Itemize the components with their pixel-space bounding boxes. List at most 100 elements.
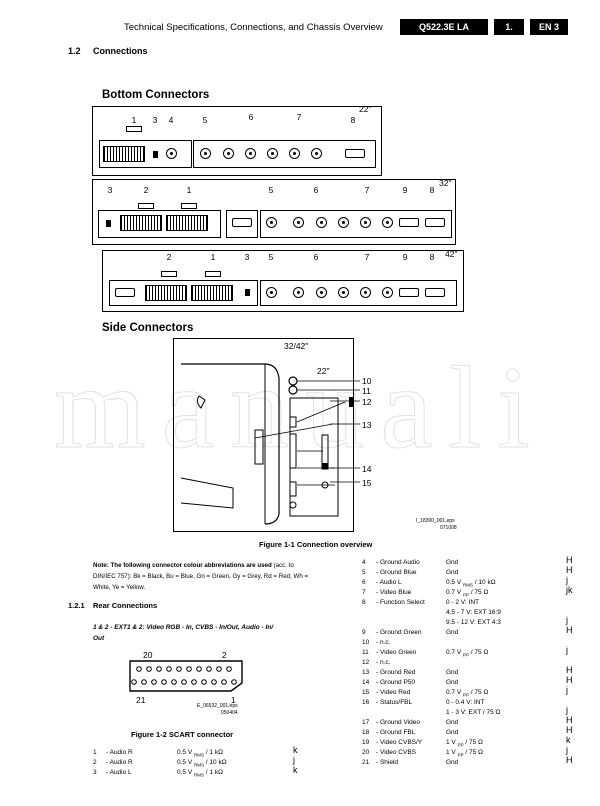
pin-number: 6 xyxy=(362,579,366,586)
pin-marker: H xyxy=(566,555,573,565)
scart-pin-label: 21 xyxy=(136,695,146,705)
hdmi-port-icon xyxy=(399,218,419,227)
rca-port-icon xyxy=(316,217,327,228)
side-size-small-label: 22" xyxy=(317,366,330,376)
scart-port-icon xyxy=(166,215,208,231)
pin-number: 19 xyxy=(362,739,370,746)
panel-42-callout: 8 xyxy=(429,252,435,262)
pin-number: 14 xyxy=(362,679,370,686)
pin-label: - Video Red xyxy=(376,689,411,696)
panel-32-callout: 2 xyxy=(143,185,149,195)
pin-number: 17 xyxy=(362,719,370,726)
pin-value: 0.7 V PP / 75 Ω xyxy=(446,649,489,658)
pin-label: - Audio L xyxy=(376,579,402,586)
pin-number: 16 xyxy=(362,699,370,706)
subsection-number: 1.2.1 xyxy=(68,601,85,610)
rca-port-icon xyxy=(382,287,393,298)
antenna-port-icon xyxy=(200,148,211,159)
pin-label: - Ground Audio xyxy=(376,559,420,566)
pin-number: 12 xyxy=(362,659,370,666)
panel-42-callout: 9 xyxy=(402,252,408,262)
pin-value: 9.5 - 12 V: EXT 4:3 xyxy=(446,619,501,626)
side-callout-10: 10 xyxy=(362,376,372,386)
pin-marker: j xyxy=(566,745,568,755)
pin-value: 0 - 2 V: INT xyxy=(446,599,479,606)
pin-number: 4 xyxy=(362,559,366,566)
pin-marker: j xyxy=(566,685,568,695)
rca-port-icon xyxy=(338,217,349,228)
pin-row: 4.5 - 7 V: EXT 16:9 xyxy=(362,609,582,619)
usb-port-icon xyxy=(161,271,177,277)
side-callout-15: 15 xyxy=(362,478,372,488)
pin-marker: H xyxy=(566,565,573,575)
pin-label: - Video Green xyxy=(376,649,417,656)
panel-22-callout: 5 xyxy=(202,115,208,125)
power-socket-icon xyxy=(115,288,135,297)
pin-value: 0.5 V RMS / 1 kΩ xyxy=(177,749,223,758)
pin-row: 10- n.c. xyxy=(362,639,582,649)
pin-row: 1 - 3 V: EXT / 75 Ω j xyxy=(362,705,582,719)
panel-42-callout: 5 xyxy=(268,252,274,262)
rca-port-icon xyxy=(245,148,256,159)
panel-32-callout: 7 xyxy=(364,185,370,195)
pin-value: 1 V PP / 75 Ω xyxy=(446,739,483,748)
scart-port-icon xyxy=(103,146,145,162)
pin-value: Gnd xyxy=(446,719,459,726)
pin-value: 0.5 V RMS / 1 kΩ xyxy=(177,769,223,778)
side-callout-13: 13 xyxy=(362,420,372,430)
panel-22-callout: 7 xyxy=(296,112,302,122)
hdmi-port-icon xyxy=(425,218,445,227)
pin-number: 5 xyxy=(362,569,366,576)
panel-22-callout: 1 xyxy=(131,115,137,125)
pin-value: 1 - 3 V: EXT / 75 Ω xyxy=(446,709,501,716)
side-size-main-label: 32/42" xyxy=(284,341,309,351)
side-callout-12: 12 xyxy=(362,397,372,407)
pin-marker: H xyxy=(566,755,573,765)
pin-number: 9 xyxy=(362,629,366,636)
pin-label: - Ground Green xyxy=(376,629,422,636)
pin-number: 11 xyxy=(362,649,369,656)
pin-number: 3 xyxy=(93,769,97,776)
pin-label: - Video CVBS xyxy=(376,749,416,756)
side-callout-11: 11 xyxy=(362,386,371,396)
scart-port-icon xyxy=(145,285,187,301)
pin-marker: j xyxy=(566,645,568,655)
pin-label: - Ground Red xyxy=(376,669,416,676)
rca-port-icon xyxy=(338,287,349,298)
header-title: Technical Specifications, Connections, a… xyxy=(124,22,383,33)
side-callout-lines xyxy=(330,380,360,483)
scart-port-icon xyxy=(191,285,233,301)
rca-port-icon xyxy=(360,217,371,228)
pin-value: 4.5 - 7 V: EXT 16:9 xyxy=(446,609,501,616)
pin-value: Gnd xyxy=(446,759,459,766)
usb-port-icon xyxy=(138,203,154,209)
pin-marker: H xyxy=(566,725,573,735)
panel-32-callout: 6 xyxy=(313,185,319,195)
panel-32-callout: 1 xyxy=(186,185,192,195)
pin-value: 1 V PP / 75 Ω xyxy=(446,749,483,758)
usb-port-icon xyxy=(181,203,197,209)
pin-label: - Audio R xyxy=(106,749,133,756)
side-callout-14: 14 xyxy=(362,464,372,474)
pin-label: - Ground Video xyxy=(376,719,420,726)
pin-value: Gnd xyxy=(446,569,459,576)
scart-figure-date: 050404 xyxy=(221,710,238,716)
pin-label: - Status/FBL xyxy=(376,699,413,706)
pin-value: Gnd xyxy=(446,629,459,636)
pin-label: - Ground Blue xyxy=(376,569,417,576)
pin-marker: jk xyxy=(566,585,573,595)
ext-description: 1 & 2 - EXT1 & 2: Video RGB - In, CVBS -… xyxy=(93,624,274,642)
power-socket-icon xyxy=(232,218,252,227)
scart-port-icon xyxy=(120,215,162,231)
pin-number: 8 xyxy=(362,599,366,606)
rca-port-icon xyxy=(293,287,304,298)
